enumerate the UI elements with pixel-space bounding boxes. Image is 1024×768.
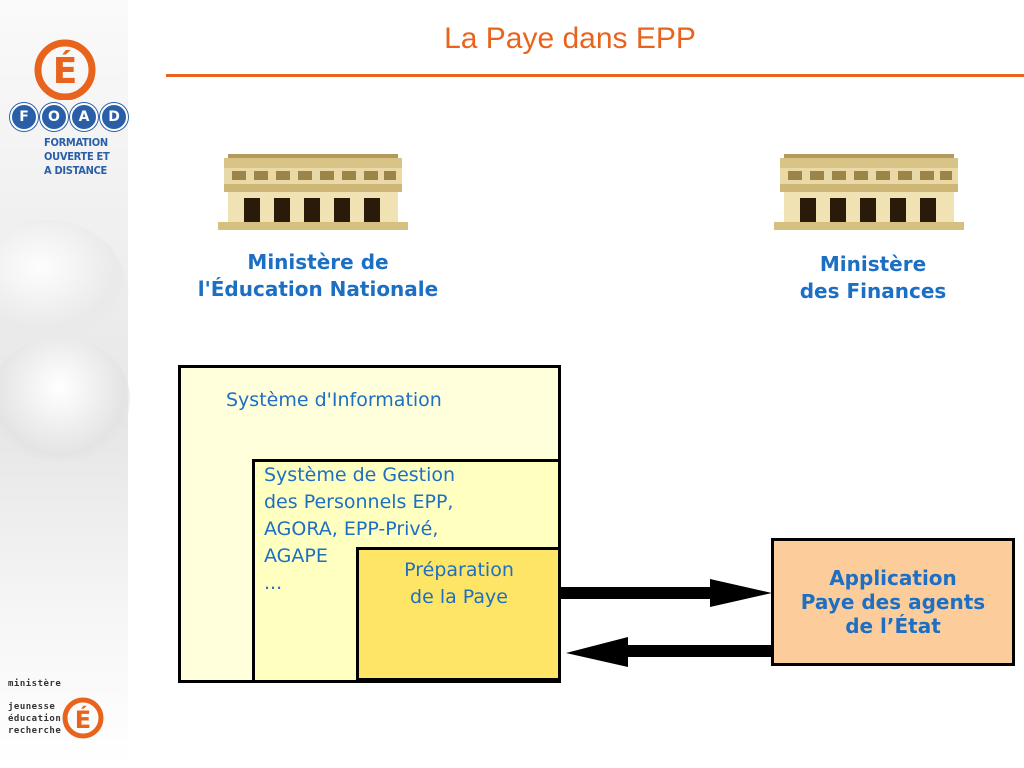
hand-image (0, 220, 130, 340)
application-paye-label: Application Paye des agents de l’État (771, 566, 1015, 638)
flow-arrows (560, 579, 774, 667)
application-line: Application (829, 566, 957, 590)
foad-e-logo: É (34, 39, 96, 100)
building-icon (774, 154, 964, 230)
ministry-logo-line: éducation (8, 714, 62, 724)
ministry-education-label: Ministère de l'Éducation Nationale (178, 249, 458, 303)
foad-letters: F O A D (10, 103, 128, 131)
ministry-finances-line: des Finances (799, 279, 947, 303)
foad-tagline-line: OUVERTE ET (44, 150, 110, 163)
foad-letter: O (40, 103, 68, 131)
gestion-line: des Personnels EPP, (264, 491, 454, 513)
branding-sidebar: É F O A D FORMATION OUVERTE ET A DISTANC… (0, 0, 130, 768)
ministry-logo-line: jeunesse (8, 702, 56, 712)
page-title: La Paye dans EPP (444, 22, 696, 55)
foad-letter: D (100, 103, 128, 131)
foad-tagline: FORMATION OUVERTE ET A DISTANCE (44, 136, 110, 178)
preparation-line: Préparation (404, 559, 514, 581)
foad-letter: F (10, 103, 38, 131)
gestion-line: AGORA, EPP-Privé, (264, 518, 439, 540)
ministry-e-logo: É (62, 697, 104, 739)
ministry-finances-line: Ministère (819, 252, 927, 276)
systeme-information-label: Système d'Information (226, 389, 442, 411)
ministry-education-line: Ministère de (247, 250, 389, 274)
ministry-logo-line: ministère (8, 679, 62, 689)
ministry-education-line: l'Éducation Nationale (197, 277, 439, 301)
preparation-paye-box (356, 547, 561, 681)
title-underline (166, 74, 1024, 77)
application-line: Paye des agents (800, 590, 986, 614)
svg-text:É: É (53, 50, 78, 92)
foad-letter: A (70, 103, 98, 131)
ministry-logo-line: recherche (8, 726, 62, 736)
mouse-image (0, 340, 130, 460)
gestion-line: Système de Gestion (264, 464, 456, 486)
gestion-line: AGAPE (264, 545, 328, 567)
gestion-line: ... (264, 572, 283, 594)
foad-tagline-line: FORMATION (44, 136, 108, 149)
preparation-line: de la Paye (410, 586, 508, 608)
arrow-left-icon (566, 637, 774, 667)
application-paye-box (771, 538, 1015, 666)
preparation-paye-label: Préparation de la Paye (359, 557, 559, 611)
building-icon (218, 154, 408, 230)
svg-text:É: É (75, 705, 91, 734)
foad-tagline-line: A DISTANCE (44, 164, 107, 177)
ministry-finances-label: Ministère des Finances (768, 251, 978, 305)
systeme-gestion-label: Système de Gestion des Personnels EPP, A… (264, 462, 455, 597)
arrow-right-icon (560, 579, 772, 607)
application-line: de l’État (845, 614, 941, 638)
